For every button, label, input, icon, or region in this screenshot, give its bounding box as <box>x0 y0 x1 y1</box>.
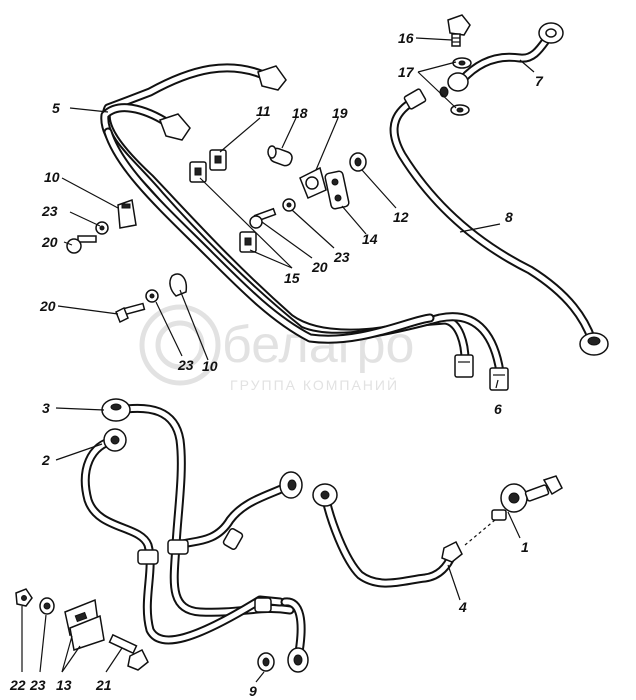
banjo-bolt-16 <box>447 14 471 47</box>
washer-12 <box>349 152 367 172</box>
callout-19: 19 <box>332 105 348 121</box>
callout-6: 6 <box>494 401 502 417</box>
fitting-1 <box>464 475 563 546</box>
callout-16: 16 <box>398 30 414 46</box>
pipe-4 <box>312 483 463 588</box>
pipe-nut <box>159 113 191 141</box>
bracket-10-upper <box>117 198 137 229</box>
washer-9 <box>257 652 275 672</box>
bracket-10-lower <box>169 273 188 297</box>
callout-14: 14 <box>362 231 378 247</box>
callout-7: 7 <box>535 73 544 89</box>
callout-20-left: 20 <box>41 234 58 250</box>
plate-14 <box>324 170 350 210</box>
pipe-7 <box>447 22 564 92</box>
sleeve-18 <box>267 145 293 167</box>
callout-5: 5 <box>52 100 60 116</box>
pipe-nut <box>454 354 474 378</box>
callout-12: 12 <box>393 209 409 225</box>
washer-23-left <box>95 221 109 235</box>
clamp-plate-15b <box>239 231 257 253</box>
bolt-20-left <box>66 235 97 254</box>
callout-10-lower: 10 <box>202 358 218 374</box>
pipe-8 <box>389 88 609 356</box>
nut-22 <box>15 588 33 607</box>
bolt-21 <box>108 633 149 671</box>
callout-23-lower: 23 <box>177 357 194 373</box>
callout-10-upper: 10 <box>44 169 60 185</box>
washer-23-lower <box>145 289 159 303</box>
callout-3: 3 <box>42 400 50 416</box>
callout-17: 17 <box>398 64 415 80</box>
clamp-plate-15a <box>189 161 207 183</box>
callout-labels: 1 2 3 4 5 6 7 8 9 10 10 11 12 13 14 15 1… <box>9 30 544 699</box>
bolt-20-lower <box>115 302 146 324</box>
clamp-13 <box>64 598 105 651</box>
callout-18: 18 <box>292 105 308 121</box>
callout-2: 2 <box>41 452 50 468</box>
callout-20-lower: 20 <box>39 298 56 314</box>
leader-lines <box>21 37 535 683</box>
callout-4: 4 <box>458 599 467 615</box>
pipe-assembly-2-3 <box>80 398 309 673</box>
high-pressure-pipe-bundle <box>100 63 509 391</box>
pipe-nut <box>489 367 509 391</box>
callout-13: 13 <box>56 677 72 693</box>
washer-23-center <box>282 198 296 212</box>
callout-20-center: 20 <box>311 259 328 275</box>
callout-15: 15 <box>284 270 300 286</box>
clamp-plate-11 <box>209 149 227 171</box>
clamp-19 <box>299 166 327 200</box>
watermark-brand: белагро <box>222 316 414 374</box>
callout-21: 21 <box>95 677 112 693</box>
callout-23-center: 23 <box>333 249 350 265</box>
callout-1: 1 <box>521 539 529 555</box>
callout-23-bottom: 23 <box>29 677 46 693</box>
washer-23-bottom <box>39 597 55 615</box>
bolt-20-center <box>249 207 277 229</box>
callout-11: 11 <box>256 103 271 119</box>
callout-8: 8 <box>505 209 513 225</box>
callout-23-left: 23 <box>41 203 58 219</box>
watermark-subtitle: ГРУППА КОМПАНИЙ <box>230 376 399 393</box>
callout-9: 9 <box>249 683 257 699</box>
callout-22: 22 <box>9 677 26 693</box>
pipe-nut <box>257 65 287 91</box>
